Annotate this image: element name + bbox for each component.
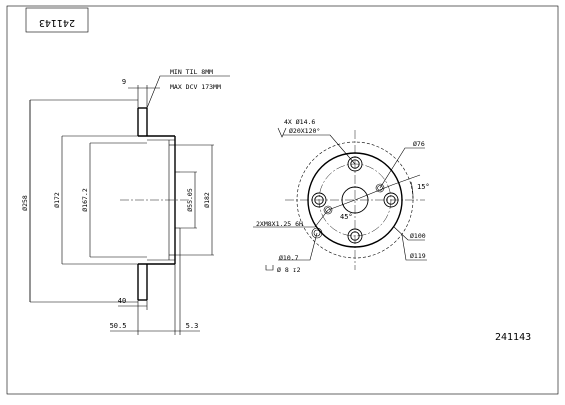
dim-1672-label: Ø167.2 xyxy=(81,188,89,212)
front-view: 15° 45° 4X Ø14.6 Ø20X120° 2XM8X1.25 6H Ø… xyxy=(253,118,430,274)
angle-15-ext xyxy=(391,174,421,186)
angle-15-ray xyxy=(354,184,393,201)
dia-76-leader xyxy=(379,147,425,189)
center-bore-circle xyxy=(341,186,369,214)
bolt-hole-top xyxy=(347,156,363,172)
dia-119-leader xyxy=(401,234,427,261)
pin-hole-leader xyxy=(278,232,318,261)
min-thickness-leader xyxy=(146,75,230,109)
bolt-holes-label: 4X Ø14.6 xyxy=(284,118,315,126)
circle-100-hub xyxy=(307,152,403,248)
angle-45-arc xyxy=(342,203,349,212)
angle-45-ray xyxy=(327,199,356,211)
counterbore-symbol xyxy=(265,265,274,271)
dia-100-leader xyxy=(393,226,425,241)
thread-hole-lower-left xyxy=(323,205,333,215)
countersink-symbol xyxy=(277,127,287,138)
bolt-hole-right xyxy=(383,192,399,208)
pin-hole-lower-left xyxy=(311,227,323,239)
dim-9-label: 9 xyxy=(122,78,126,86)
circle-119-outer xyxy=(296,141,414,259)
bolt-hole-leader xyxy=(283,134,356,165)
min-thickness-note: MIN TIL 8MM xyxy=(170,68,213,76)
dim-505-label: 50.5 xyxy=(110,322,127,330)
part-number-box-frame xyxy=(25,7,89,33)
dia-76-label: Ø76 xyxy=(413,140,425,148)
thread-leader xyxy=(253,209,329,228)
threads-label: 2XM8X1.25 6H xyxy=(256,220,303,228)
dim-258-label: Ø258 xyxy=(21,195,29,211)
dim-40-label: 40 xyxy=(118,297,126,305)
part-number: 241143 xyxy=(495,332,531,343)
part-number-box: 241143 xyxy=(25,7,89,33)
bolt-hole-left xyxy=(311,192,327,208)
max-dcv-note: MAX DCV 173MM xyxy=(170,83,221,91)
dia-119-label: Ø119 xyxy=(410,252,426,260)
dia-100-label: Ø100 xyxy=(410,232,426,240)
bolt-hole-bottom xyxy=(347,228,363,244)
dim-5505-label: Ø55.05 xyxy=(186,188,194,212)
dim-53-label: 5.3 xyxy=(186,322,199,330)
angle-15-arc xyxy=(410,181,414,199)
counterbore-label: Ø 8 ↧2 xyxy=(277,266,301,274)
dia-107-label: Ø10.7 xyxy=(279,254,299,262)
countersink-label: Ø20X120° xyxy=(289,127,320,135)
section-view: Ø258 Ø172 Ø167.2 Ø55.05 Ø182 9 MIN TIL 8… xyxy=(21,68,230,335)
drawing-border xyxy=(6,5,559,395)
angle-45-label: 45° xyxy=(340,213,353,221)
dim-182-label: Ø182 xyxy=(203,192,211,208)
angle-15-label: 15° xyxy=(417,183,430,191)
dim-172-label: Ø172 xyxy=(53,192,61,208)
part-number-mirrored: 241143 xyxy=(39,17,75,28)
